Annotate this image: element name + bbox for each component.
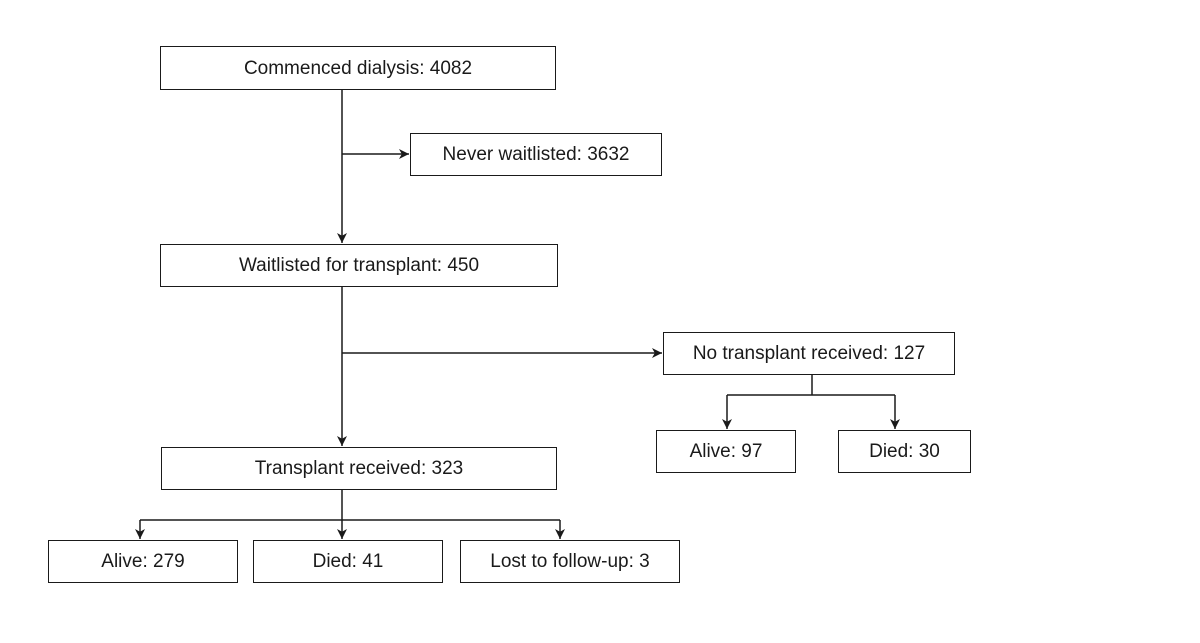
node-no-transplant-received: No transplant received: 127 — [663, 332, 955, 375]
node-transplant-received: Transplant received: 323 — [161, 447, 557, 490]
node-transplant-died: Died: 41 — [253, 540, 443, 583]
node-lost-to-follow-up: Lost to follow-up: 3 — [460, 540, 680, 583]
node-no-transplant-died: Died: 30 — [838, 430, 971, 473]
node-no-transplant-alive: Alive: 97 — [656, 430, 796, 473]
node-transplant-alive: Alive: 279 — [48, 540, 238, 583]
node-never-waitlisted: Never waitlisted: 3632 — [410, 133, 662, 176]
node-commenced-dialysis: Commenced dialysis: 4082 — [160, 46, 556, 90]
node-waitlisted-for-transplant: Waitlisted for transplant: 450 — [160, 244, 558, 287]
